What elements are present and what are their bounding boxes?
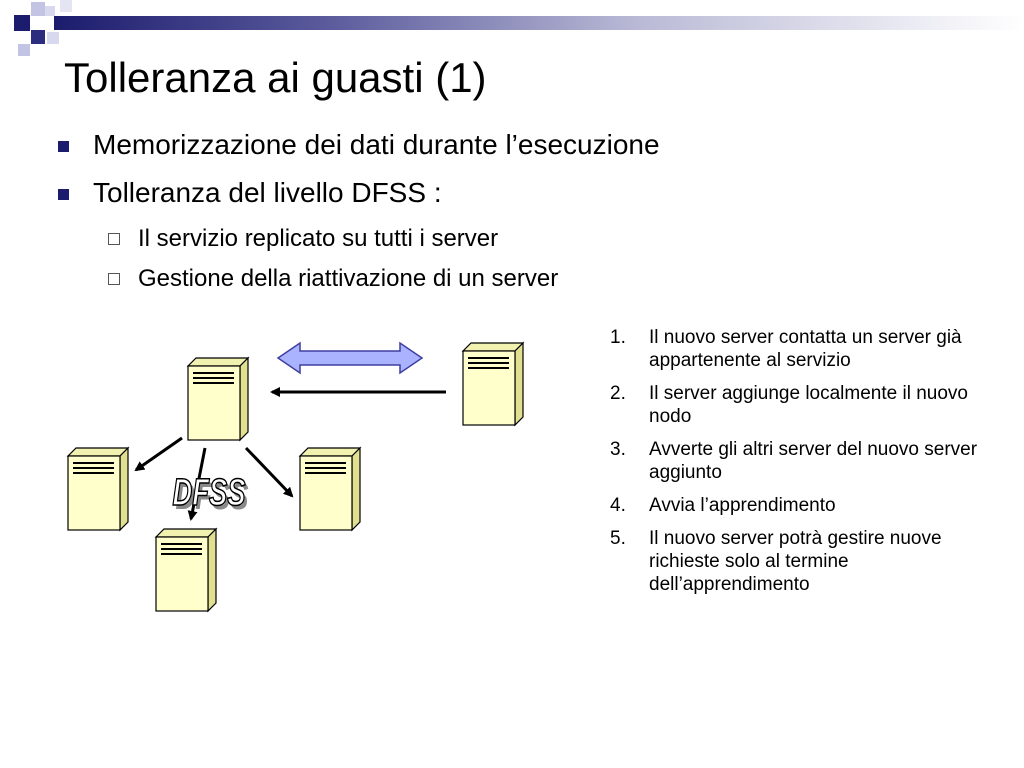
server-icon xyxy=(67,447,129,531)
server-icon xyxy=(187,357,249,441)
header-decoration xyxy=(0,0,1024,60)
arrow-icon xyxy=(244,446,294,498)
list-item: 1. Il nuovo server contatta un server gi… xyxy=(610,326,990,372)
step-text: Avverte gli altri server del nuovo serve… xyxy=(649,439,978,483)
double-arrow-icon xyxy=(276,341,424,375)
list-item: 3. Avverte gli altri server del nuovo se… xyxy=(610,438,990,484)
step-text: Avvia l’apprendimento xyxy=(649,495,836,516)
list-item: 2. Il server aggiunge localmente il nuov… xyxy=(610,382,990,428)
step-text: Il nuovo server potrà gestire nuove rich… xyxy=(649,528,942,595)
numbered-steps: 1. Il nuovo server contatta un server gi… xyxy=(610,326,990,606)
list-item: 5. Il nuovo server potrà gestire nuove r… xyxy=(610,527,990,596)
bullet-hollow-square-icon xyxy=(108,273,120,285)
deco-square xyxy=(60,0,72,12)
header-gradient-bar xyxy=(54,16,1024,30)
bullet-text: Tolleranza del livello DFSS : xyxy=(93,177,442,208)
deco-square xyxy=(45,6,55,16)
bullet-text: Memorizzazione dei dati durante l’esecuz… xyxy=(93,129,660,160)
step-number: 3. xyxy=(610,439,626,460)
arrow-icon xyxy=(187,447,207,521)
deco-square xyxy=(14,15,30,31)
step-text: Il nuovo server contatta un server già a… xyxy=(649,327,962,371)
dfss-label: DFSS xyxy=(173,472,246,514)
deco-square xyxy=(31,2,45,16)
step-number: 2. xyxy=(610,383,626,404)
sub-bullet-text: Gestione della riattivazione di un serve… xyxy=(138,265,559,292)
sub-bullet-text: Il servizio replicato su tutti i server xyxy=(138,225,499,252)
deco-square xyxy=(18,44,30,56)
arrow-icon xyxy=(134,436,183,472)
slide-title: Tolleranza ai guasti (1) xyxy=(64,54,487,101)
step-text: Il server aggiunge localmente il nuovo n… xyxy=(649,383,968,427)
step-number: 1. xyxy=(610,327,626,348)
bullet-square-icon xyxy=(58,189,69,200)
bullet-square-icon xyxy=(58,141,69,152)
step-number: 4. xyxy=(610,495,626,516)
server-icon xyxy=(299,447,361,531)
server-icon xyxy=(462,342,524,426)
deco-square xyxy=(31,30,45,44)
deco-square xyxy=(47,32,59,44)
list-item: 4. Avvia l’apprendimento xyxy=(610,494,990,517)
step-number: 5. xyxy=(610,528,626,549)
server-icon xyxy=(155,528,217,612)
bullet-hollow-square-icon xyxy=(108,233,120,245)
dfss-label-shadow: DFSS xyxy=(176,476,249,518)
